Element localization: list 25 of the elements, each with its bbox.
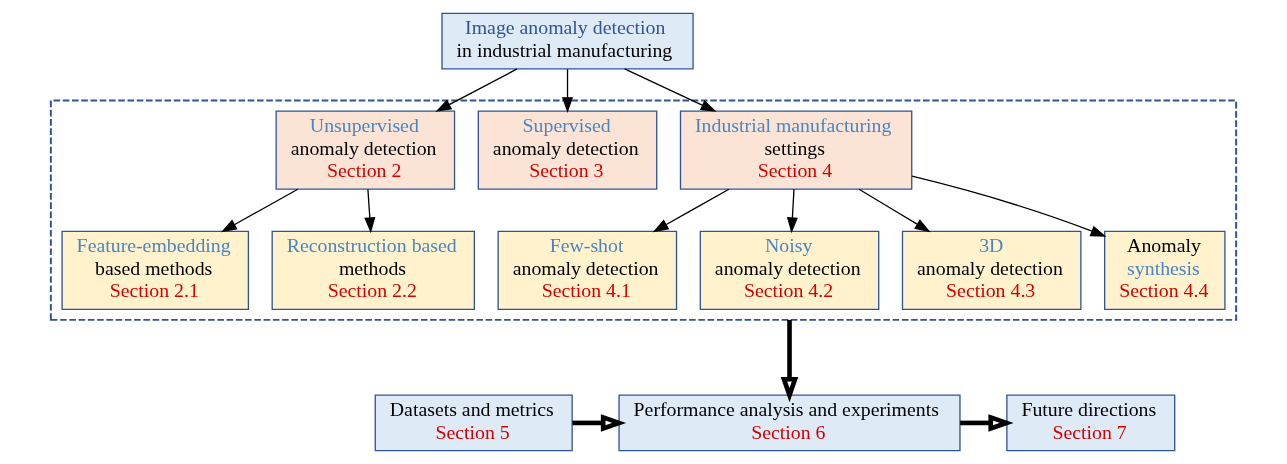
- arrow: [780, 319, 799, 403]
- arrow: [364, 188, 376, 234]
- node-box: Few-shot anomaly detection Section 4.1: [497, 230, 678, 310]
- arrow: [858, 188, 931, 233]
- arrow: [572, 414, 627, 432]
- node-box: 3D anomaly detection Section 4.3: [901, 230, 1082, 310]
- arrow: [960, 414, 1014, 432]
- node-box: Future directions Section 7: [1006, 394, 1176, 452]
- arrow: [561, 68, 574, 114]
- node-box: Feature-embedding based methods Section 2.1: [61, 230, 250, 310]
- arrow: [435, 68, 518, 112]
- node-box: Image anomaly detection in industrial manufacturing: [441, 12, 694, 70]
- node-box: Noisy anomaly detection Section 4.2: [699, 230, 880, 310]
- arrow: [786, 188, 798, 234]
- arrow: [221, 188, 299, 233]
- node-box: Supervised anomaly detection Section 3: [477, 110, 658, 190]
- arrow: [652, 188, 730, 233]
- node-box: Unsupervised anomaly detection Section 2: [275, 110, 456, 190]
- arrow: [911, 175, 1107, 237]
- node-box: Reconstruction based methods Section 2.2: [271, 230, 476, 310]
- node-box: Anomaly synthesis Section 4.4: [1104, 230, 1226, 310]
- node-box: Industrial manufacturing settings Section 4: [679, 110, 913, 190]
- node-box: Performance analysis and experiments Section 6: [618, 394, 961, 452]
- arrow: [623, 68, 717, 112]
- node-box: Datasets and metrics Section 5: [374, 394, 573, 452]
